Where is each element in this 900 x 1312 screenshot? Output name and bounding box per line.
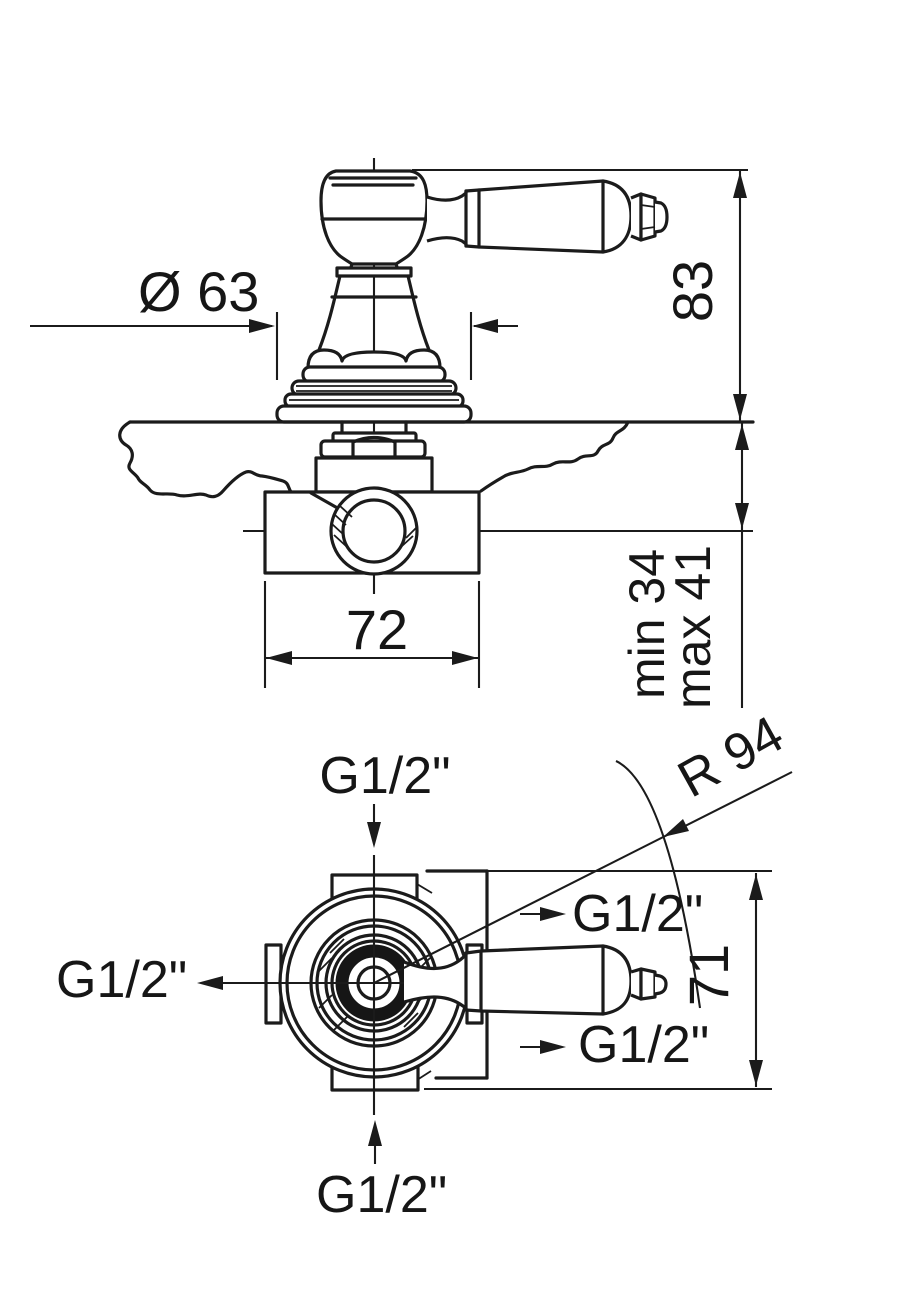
swing-arc [615,760,702,1009]
handle-lever [426,179,669,254]
lever-front-tip-cap [654,973,668,996]
ring-hatch [318,957,333,972]
dim-height-71: 71 [424,869,772,1091]
lever-tip-cap [654,200,669,234]
lever-front-tip-knurl [639,967,657,1001]
dim-height-83: 83 [412,168,748,422]
bell-side-right [406,274,431,352]
tab-chamfer [416,883,433,894]
arrowhead [733,172,747,198]
lever-front [403,944,668,1016]
label-thread-bottom: G1/2" [316,1166,447,1224]
arrowhead-down [367,822,381,848]
escutcheon-bell [275,266,473,424]
arrowhead-right [540,1040,566,1054]
handle-knob [319,169,429,272]
tab-chamfer [416,1070,432,1081]
dim-depth-min-max: min 34 max 41 [619,422,749,709]
arrowhead [749,874,763,900]
tip-detail-line2 [640,226,656,230]
wall-tear-left [118,420,293,499]
port-hatch [405,527,417,539]
arrowhead [249,319,275,333]
label-height-83: 83 [661,260,724,322]
port-hatch [333,534,347,547]
label-depth-min: min 34 [619,549,675,699]
arrowhead [733,394,747,420]
port-bottom: G1/2" [316,1120,447,1224]
ring-hatch [318,994,333,1009]
label-width-72: 72 [346,598,408,661]
ring-hatch [403,1012,419,1028]
arrowhead-left [197,976,223,990]
ring-hatch [333,1015,349,1031]
lever-outline [426,179,633,254]
label-height-71: 71 [677,944,740,1006]
arrowhead [749,1060,763,1086]
side-port-inner [341,498,407,564]
label-depth-max: max 41 [665,545,721,709]
port-hatch [331,523,345,536]
arrowhead [735,503,749,529]
wall-section [118,420,755,499]
label-thread-top: G1/2" [319,747,450,805]
port-mid-right: G1/2" [520,885,703,943]
front-view: R 94 71 G1/2" G1/2" G1/2" [56,705,793,1224]
wall-tear-right [479,420,630,493]
upper-block [314,456,434,494]
arrowhead [266,651,292,665]
radius-leader-line [373,771,793,984]
bell-scallops [306,348,442,370]
ring-hatch [329,938,345,954]
port-hatch [339,505,353,518]
label-diameter: Ø 63 [138,260,259,323]
label-radius-94: R 94 [669,705,793,809]
valve-body-section [263,420,481,576]
port-hatch [333,513,347,526]
bell-top-rim [335,266,413,278]
dim-diameter-63: Ø 63 [30,260,518,380]
label-thread-lower-right: G1/2" [578,1016,709,1074]
port-top: G1/2" [319,747,451,848]
arrowhead-up [368,1120,382,1146]
stem-nut [319,439,427,459]
arrowhead [452,651,478,665]
tip-detail-line [640,204,656,208]
dim-width-72: 72 [263,581,481,688]
body-chamfer [309,491,343,512]
arrowhead [663,819,689,837]
arrowhead [735,424,749,450]
lever-tip-knurl [639,192,657,242]
port-left: G1/2" [56,951,223,1009]
port-lower-right: G1/2" [520,1016,709,1074]
bell-side-left [317,274,342,352]
label-thread-left: G1/2" [56,951,187,1009]
port-hatch [401,535,414,547]
top-view-side-section: Ø 63 83 min 34 max 41 [30,158,755,709]
bell-base-flange [275,404,473,424]
nut-dome [351,435,397,444]
arrowhead-right [540,907,566,921]
label-thread-mid-right: G1/2" [572,885,703,943]
